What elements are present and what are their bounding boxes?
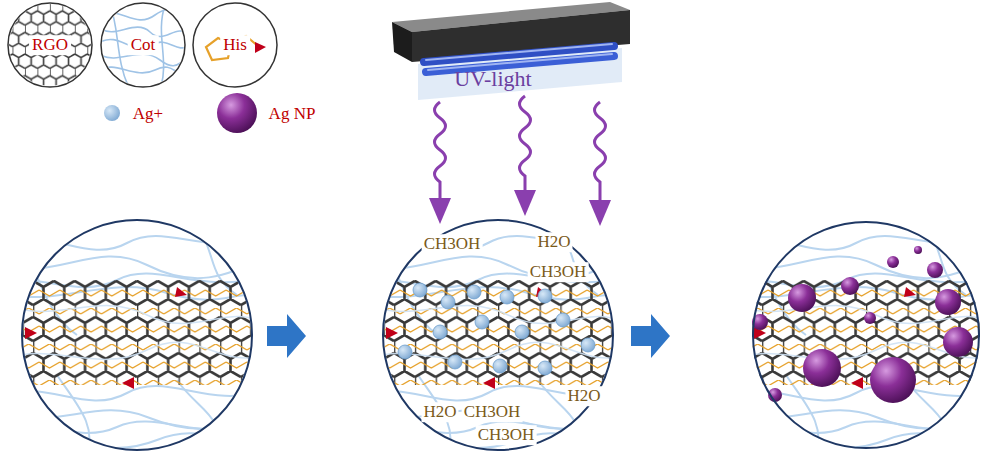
key-circle: Cot — [101, 3, 185, 87]
solvent-label: CH3OH — [422, 234, 483, 254]
legend-label: Ag+ — [133, 104, 163, 124]
solvent-label: H2O — [421, 402, 458, 422]
solvent-label: CH3OH — [462, 402, 523, 422]
node-label: His — [220, 35, 250, 55]
key-circle: His — [193, 3, 277, 87]
node-label: Cot — [128, 35, 159, 55]
key-circle: RGO — [8, 3, 92, 87]
ag-ion-sample — [104, 105, 120, 121]
solvent-label: H2O — [565, 386, 602, 406]
solvent-label: H2O — [535, 232, 572, 252]
ag-np-sample — [217, 93, 257, 133]
solvent-label: CH3OH — [528, 262, 589, 282]
lamp-label: UV-light — [454, 66, 531, 91]
solvent-label: CH3OH — [476, 425, 537, 445]
node-label: RGO — [29, 35, 71, 55]
legend-label: Ag NP — [269, 104, 316, 124]
